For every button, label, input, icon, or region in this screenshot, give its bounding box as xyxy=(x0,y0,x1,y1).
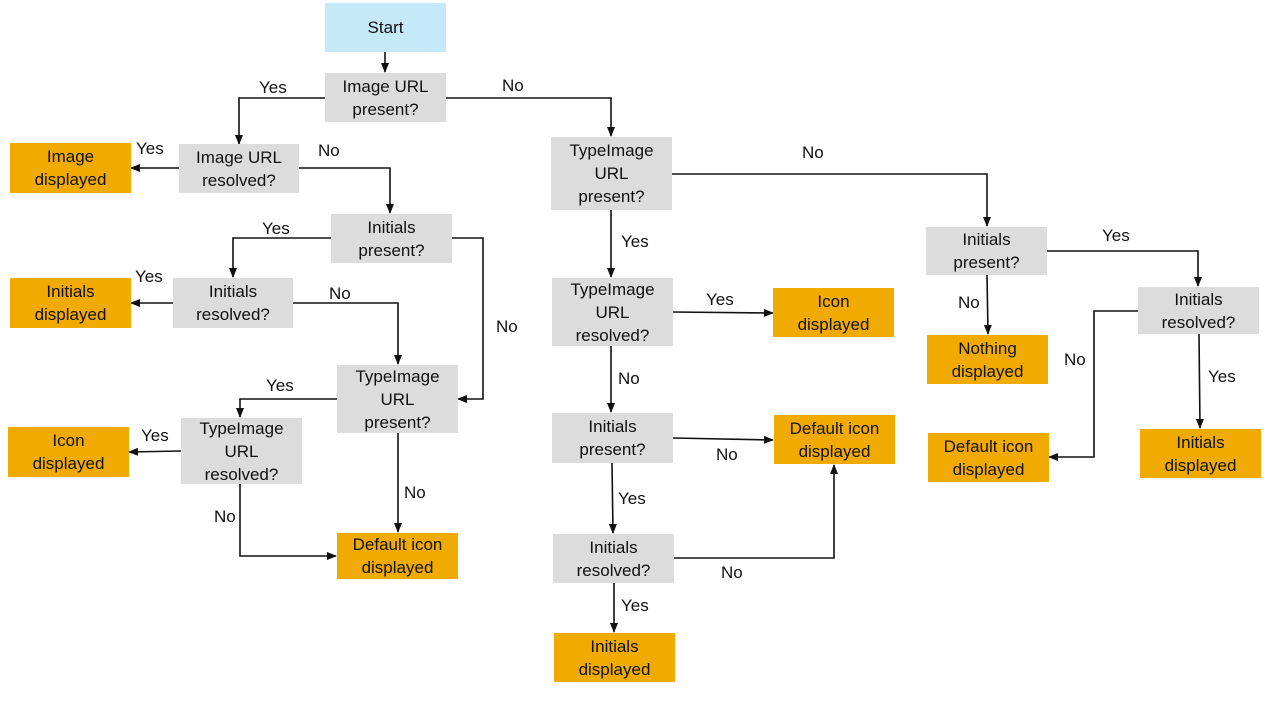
edge-label-no: No xyxy=(404,483,426,502)
initials-resolved-decision-left: Initials resolved? xyxy=(173,278,293,328)
edge-initials-present-right-no xyxy=(983,274,992,335)
edge-label-yes: Yes xyxy=(136,139,164,158)
initials-displayed-outcome-mid: Initials displayed xyxy=(554,633,675,682)
edge-initials-present-mid-no xyxy=(672,435,774,444)
edge-initials-resolved-right-yes xyxy=(1195,333,1204,429)
edge-label-yes: Yes xyxy=(135,267,163,286)
edge-initials-present-left-no xyxy=(452,237,484,403)
edge-label-yes: Yes xyxy=(262,219,290,238)
nothing-displayed-outcome: Nothing displayed xyxy=(927,335,1048,384)
initials-resolved-decision-right: Initials resolved? xyxy=(1138,287,1259,334)
initials-displayed-outcome-left: Initials displayed xyxy=(10,278,131,328)
edge-label-no: No xyxy=(1064,350,1086,369)
image-displayed-outcome: Image displayed xyxy=(10,143,131,193)
initials-displayed-outcome-right: Initials displayed xyxy=(1140,429,1261,478)
edge-label-yes: Yes xyxy=(621,596,649,615)
edge-label-yes: Yes xyxy=(621,232,649,251)
start-node: Start xyxy=(325,3,446,52)
edge-typeimage-resolved-mid-yes xyxy=(672,308,774,317)
edge-label-yes: Yes xyxy=(618,489,646,508)
edge-label-no: No xyxy=(329,284,351,303)
default-icon-displayed-outcome-right: Default icon displayed xyxy=(928,433,1049,482)
edge-label-no: No xyxy=(721,563,743,582)
edge-label-no: No xyxy=(618,369,640,388)
edge-typeimage-present-left-yes xyxy=(236,398,337,418)
edge-label-no: No xyxy=(214,507,236,526)
typeimage-url-resolved-decision-mid: TypeImage URL resolved? xyxy=(552,278,673,346)
initials-resolved-decision-mid: Initials resolved? xyxy=(553,534,674,583)
image-url-present-decision: Image URL present? xyxy=(325,73,446,122)
icon-displayed-outcome-left: Icon displayed xyxy=(8,427,129,477)
edge-image-url-resolved-no xyxy=(299,167,394,214)
edge-label-yes: Yes xyxy=(266,376,294,395)
edge-image-url-present-no xyxy=(446,97,615,137)
typeimage-url-present-decision-mid: TypeImage URL present? xyxy=(551,137,672,210)
icon-displayed-outcome-mid: Icon displayed xyxy=(773,288,894,337)
edge-label-yes: Yes xyxy=(141,426,169,445)
edge-label-no: No xyxy=(958,293,980,312)
image-url-resolved-decision: Image URL resolved? xyxy=(179,144,299,193)
edge-label-no: No xyxy=(318,141,340,160)
typeimage-url-resolved-decision-left: TypeImage URL resolved? xyxy=(181,418,302,484)
edge-initials-present-right-yes xyxy=(1047,250,1202,287)
edge-label-no: No xyxy=(716,445,738,464)
edge-initials-resolved-mid-no xyxy=(674,464,838,559)
edge-typeimage-resolved-left-yes xyxy=(128,447,182,456)
edge-label-yes: Yes xyxy=(1102,226,1130,245)
initials-present-decision-left: Initials present? xyxy=(331,214,452,263)
typeimage-url-present-decision-left: TypeImage URL present? xyxy=(337,365,458,433)
edge-typeimage-resolved-left-no xyxy=(239,484,337,560)
edge-label-no: No xyxy=(802,143,824,162)
default-icon-displayed-outcome-left: Default icon displayed xyxy=(337,533,458,579)
edge-label-yes: Yes xyxy=(706,290,734,309)
edge-image-url-present-yes xyxy=(235,97,325,145)
edge-initials-present-mid-yes xyxy=(608,462,617,534)
edge-label-no: No xyxy=(496,317,518,336)
default-icon-displayed-outcome-mid: Default icon displayed xyxy=(774,415,895,464)
edge-label-yes: Yes xyxy=(1208,367,1236,386)
initials-present-decision-mid: Initials present? xyxy=(552,413,673,463)
edge-initials-resolved-right-no xyxy=(1048,310,1138,461)
edge-initials-resolved-left-no xyxy=(293,302,402,365)
initials-present-decision-right: Initials present? xyxy=(926,227,1047,275)
edge-typeimage-present-mid-no xyxy=(672,173,991,227)
edge-initials-present-left-yes xyxy=(229,237,331,278)
edge-label-yes: Yes xyxy=(259,78,287,97)
edge-label-no: No xyxy=(502,76,524,95)
